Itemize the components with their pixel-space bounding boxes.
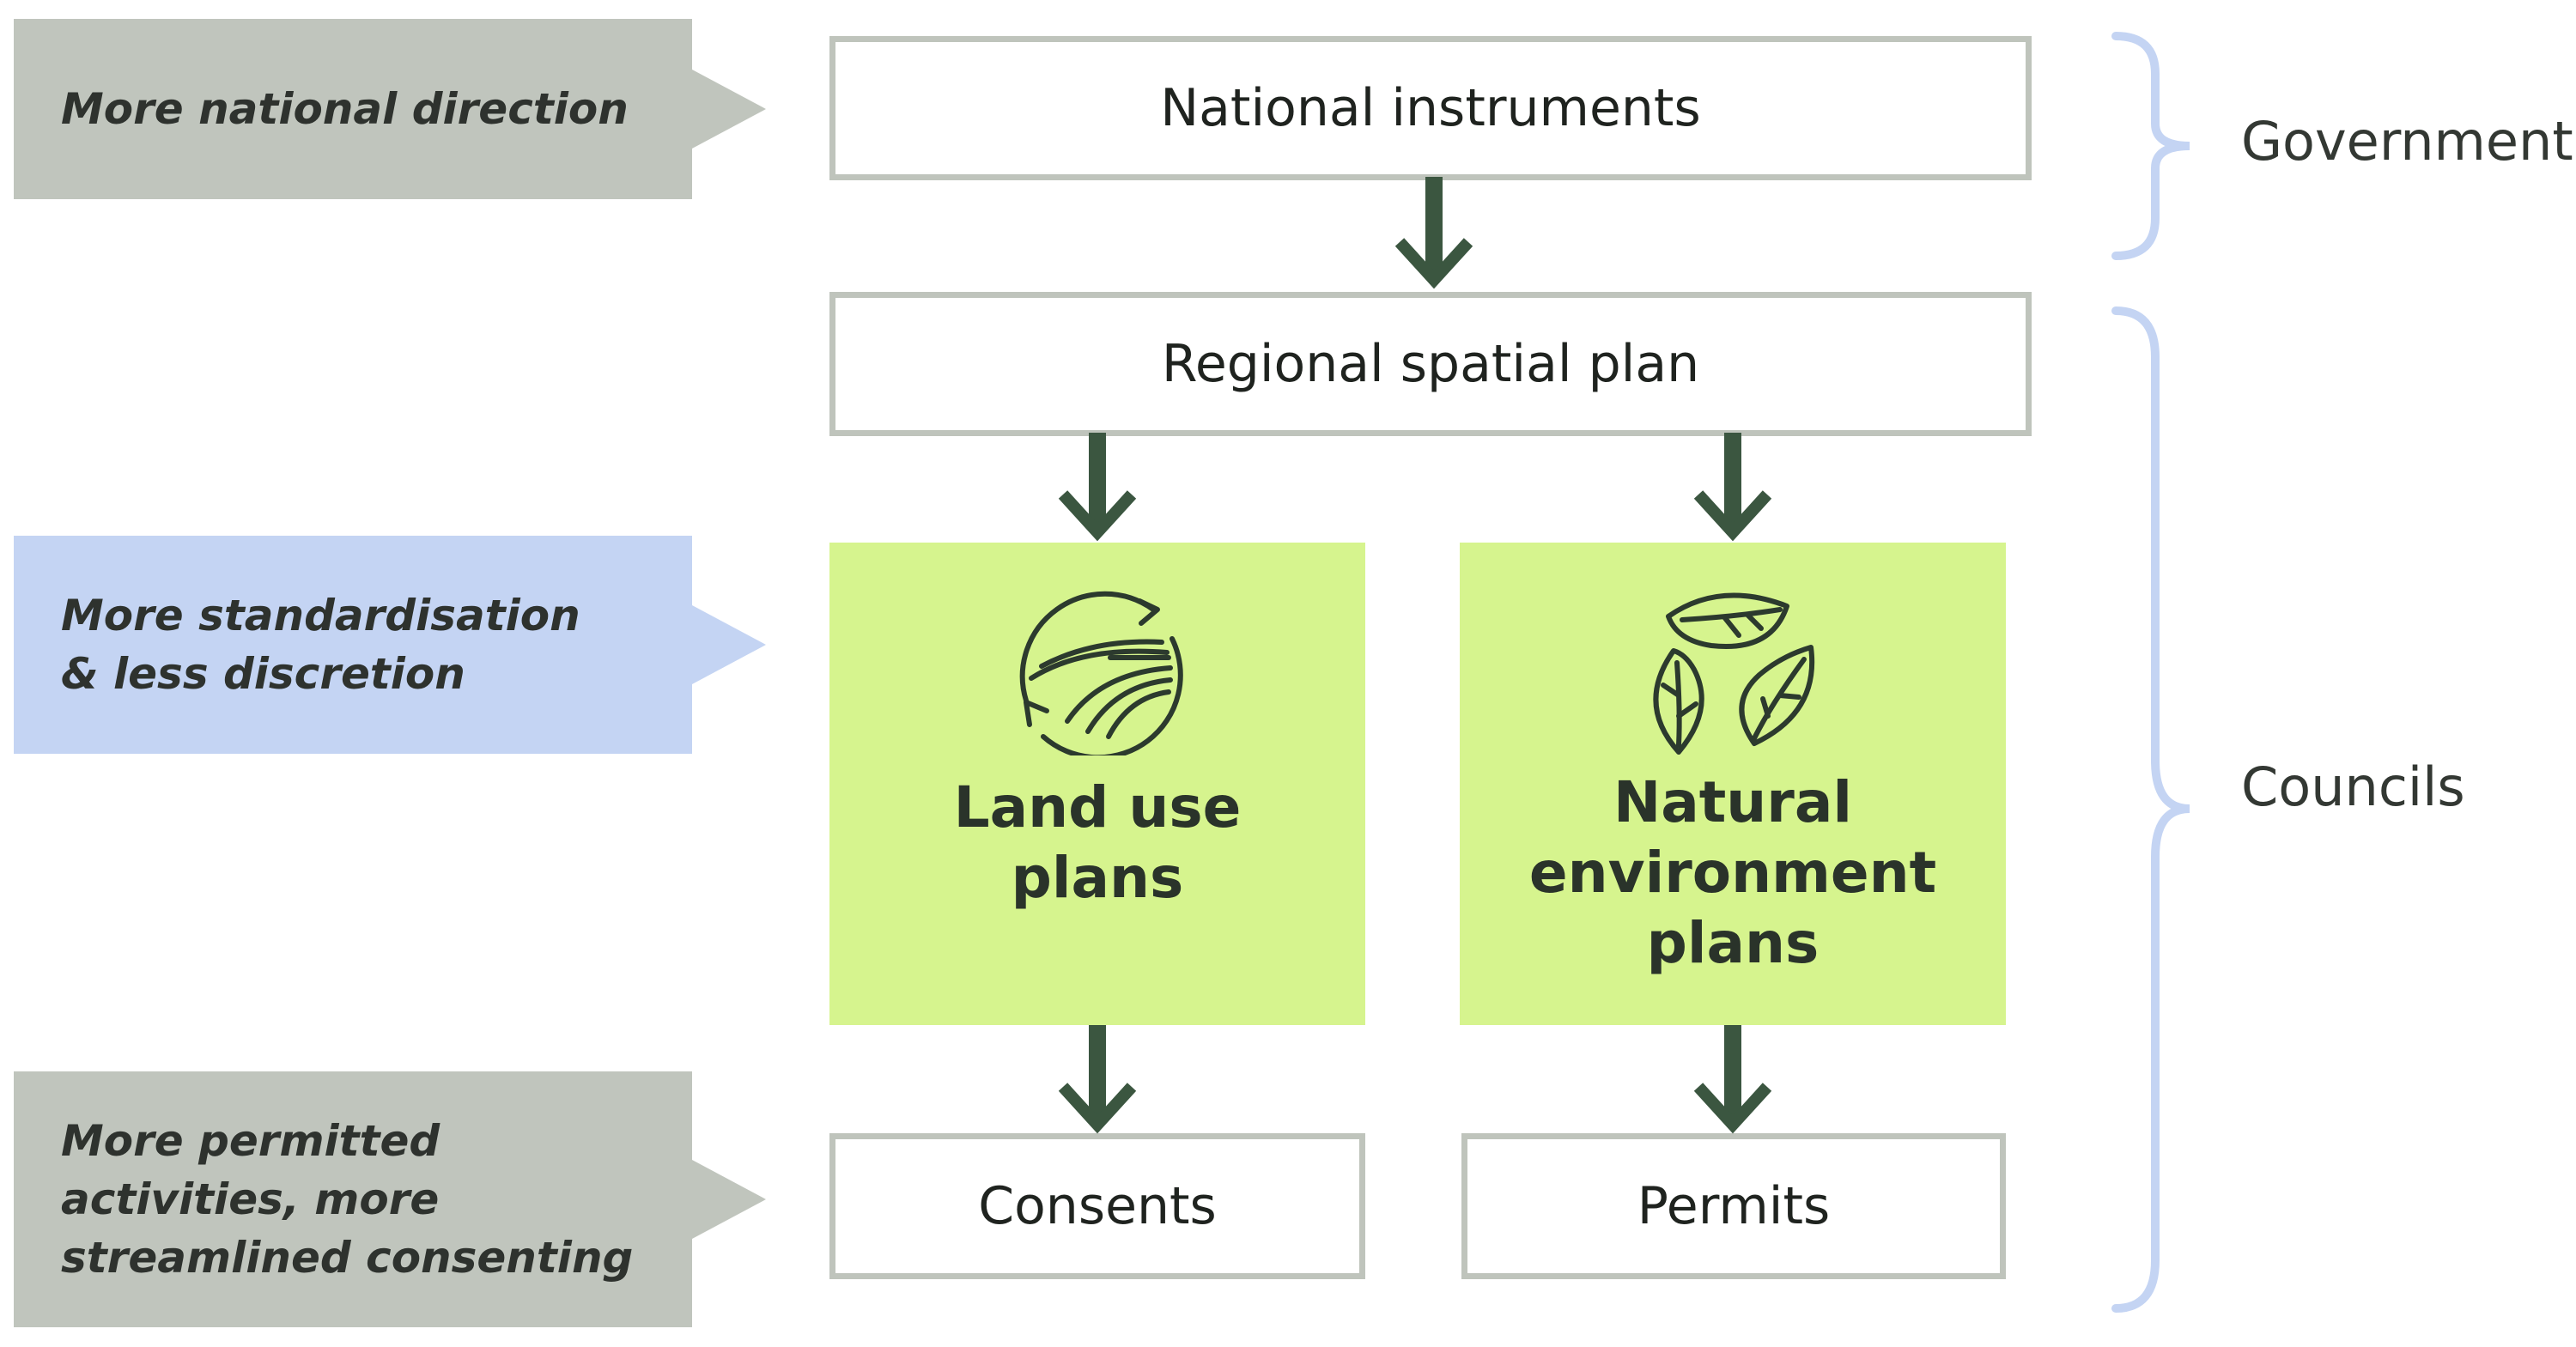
regional-spatial-plan-box: Regional spatial plan — [829, 292, 2032, 436]
leaves-cycle-icon — [1653, 592, 1815, 755]
land-cycle-icon — [1019, 591, 1183, 755]
national-instruments-label: National instruments — [1160, 78, 1701, 138]
regional-spatial-plan-label: Regional spatial plan — [1161, 334, 1700, 394]
arrow-regional-to-land-use — [1058, 433, 1137, 542]
tag-national-direction: More national direction — [14, 19, 692, 199]
tag-standardisation: More standardisation & less discretion — [14, 536, 692, 754]
tag-permitted-activities-text: More permitted activities, more streamli… — [61, 1116, 634, 1283]
arrow-regional-to-natural-environment — [1693, 433, 1772, 542]
tag-national-direction-text: More national direction — [61, 84, 629, 134]
permits-label: Permits — [1637, 1176, 1831, 1236]
permits-box: Permits — [1461, 1133, 2006, 1279]
arrow-land-use-to-consents — [1058, 1025, 1137, 1134]
councils-label: Councils — [2241, 755, 2465, 818]
land-use-plans-box: Land use plans — [829, 543, 1365, 1025]
consents-box: Consents — [829, 1133, 1365, 1279]
national-instruments-box: National instruments — [829, 36, 2032, 180]
land-use-plans-title: Land use plans — [953, 774, 1242, 911]
arrow-natural-environment-to-permits — [1693, 1025, 1772, 1134]
consents-label: Consents — [978, 1176, 1217, 1236]
government-label: Government — [2241, 110, 2573, 173]
natural-environment-plans-box: Natural environment plans — [1460, 543, 2006, 1025]
natural-environment-plans-title: Natural environment plans — [1528, 769, 1937, 976]
councils-brace — [2111, 306, 2190, 1313]
arrow-national-to-regional — [1394, 177, 1473, 289]
tag-standardisation-text: More standardisation & less discretion — [61, 591, 580, 699]
tag-permitted-activities: More permitted activities, more streamli… — [14, 1071, 692, 1327]
government-brace — [2111, 32, 2190, 260]
